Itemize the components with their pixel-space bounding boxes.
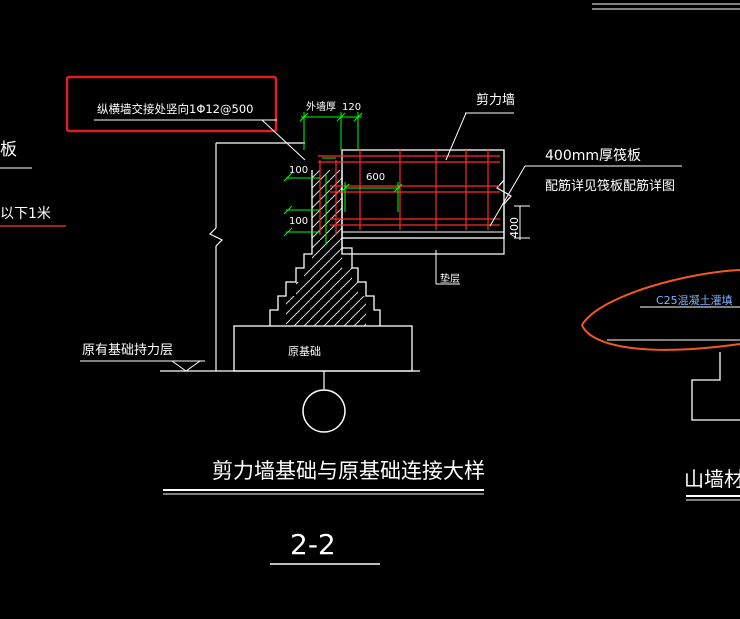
callout-text: 纵横墙交接处竖向1Φ12@500: [97, 102, 253, 116]
left-partial-label-1: 板: [0, 140, 17, 160]
callout-leader-diagonal: [261, 119, 306, 161]
original-foundation-label: 原基础: [288, 345, 321, 358]
left-partial-label-2: 以下1米: [0, 206, 51, 222]
right-partial-title: 山墙材: [684, 467, 740, 491]
right-note-label: C25混凝土灌填: [656, 293, 733, 307]
outer-wall-thickness-label: 外墙厚: [306, 100, 336, 113]
drawing-title: 剪力墙基础与原基础连接大样: [212, 459, 485, 483]
raft-slab: [341, 149, 512, 255]
dim-120-label: 120: [342, 102, 361, 113]
dim-100-bottom-label: 100: [289, 216, 308, 227]
bearing-layer-label: 原有基础持力层: [82, 343, 173, 358]
raft-rebar-note: 配筋详见筏板配筋详图: [545, 178, 675, 194]
existing-wall-boundary: [160, 142, 420, 372]
shear-wall-label: 剪力墙: [476, 92, 515, 108]
top-right-border-lines: [592, 3, 740, 10]
raft-rebar: [318, 150, 500, 235]
callout-highlight-box: [65, 75, 278, 133]
original-foundation: 原基础: [233, 170, 413, 433]
ground-symbol: [170, 360, 202, 372]
section-number: 2-2: [290, 528, 336, 561]
dim-100-top-label: 100: [289, 165, 308, 176]
raft-thickness-label: 400mm厚筏板: [545, 147, 641, 164]
dim-600-label: 600: [366, 172, 385, 183]
dimension-lines: [283, 112, 403, 245]
shear-wall-leader: [445, 112, 467, 161]
raft-leader: [489, 165, 526, 227]
cushion-label: 垫层: [440, 272, 460, 285]
dim-400-label: 400: [508, 217, 521, 238]
axis-bubble: [302, 389, 346, 433]
right-partial-drawing: [581, 269, 740, 501]
